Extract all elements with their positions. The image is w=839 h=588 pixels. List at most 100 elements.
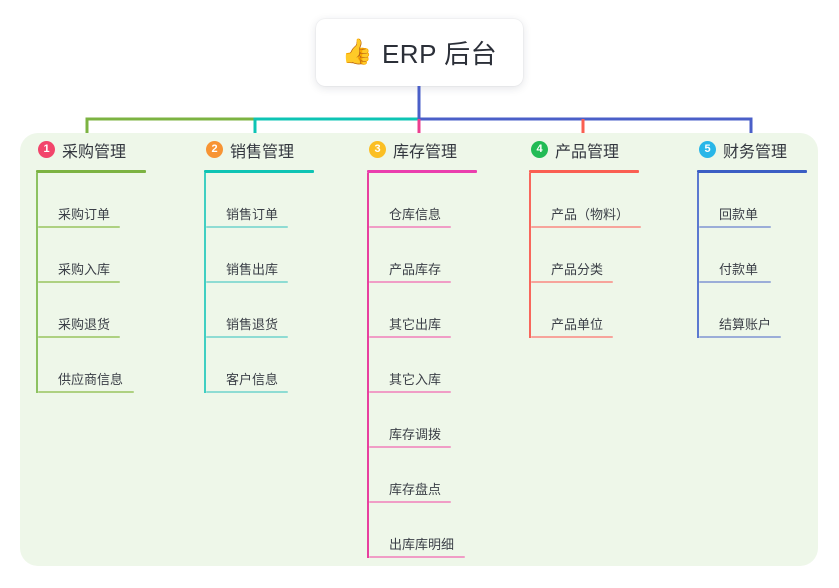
branch-items-3: 仓库信息产品库存其它出库其它入库库存调拨库存盘点出库库明细 xyxy=(367,173,477,558)
branch-spine xyxy=(36,173,38,393)
branch-item[interactable]: 库存盘点 xyxy=(367,448,477,503)
branch-header-2[interactable]: 2 销售管理 xyxy=(204,133,314,166)
branch-item-rule xyxy=(699,336,781,338)
branch-item-label: 产品库存 xyxy=(389,262,442,277)
branch-item[interactable]: 供应商信息 xyxy=(36,338,146,393)
branch-column-2: 2 销售管理销售订单销售出库销售退货客户信息 xyxy=(204,133,314,393)
branch-item-label: 销售出库 xyxy=(226,262,279,277)
branch-item-label: 出库库明细 xyxy=(389,537,455,552)
branch-title: 产品管理 xyxy=(555,143,620,161)
branch-title: 财务管理 xyxy=(723,143,788,161)
branch-item-label: 采购订单 xyxy=(58,207,111,222)
branch-item-rule xyxy=(531,226,641,228)
branch-item-label: 库存盘点 xyxy=(389,482,442,497)
branch-column-1: 1 采购管理采购订单采购入库采购退货供应商信息 xyxy=(36,133,146,393)
branch-item-label: 回款单 xyxy=(719,207,759,222)
branch-item-label: 采购入库 xyxy=(58,262,111,277)
branch-item[interactable]: 出库库明细 xyxy=(367,503,477,558)
branch-item[interactable]: 回款单 xyxy=(697,173,807,228)
branch-items-4: 产品（物料） 产品分类产品单位 xyxy=(529,173,641,338)
branch-item-rule xyxy=(369,281,451,283)
branch-item-label: 产品单位 xyxy=(551,317,604,332)
branch-number-badge: 1 xyxy=(38,141,55,158)
branch-item-label: 供应商信息 xyxy=(58,372,124,387)
branch-spine xyxy=(529,173,531,338)
branch-header-rule xyxy=(529,170,639,173)
branches-panel xyxy=(20,133,818,566)
branch-item[interactable]: 结算账户 xyxy=(697,283,807,338)
branch-item[interactable]: 采购入库 xyxy=(36,228,146,283)
root-node-title: ERP 后台 xyxy=(381,39,498,69)
branch-item-rule xyxy=(38,226,120,228)
branch-item[interactable]: 销售出库 xyxy=(204,228,314,283)
branch-item[interactable]: 付款单 xyxy=(697,228,807,283)
branch-item-rule xyxy=(699,281,771,283)
branch-title: 销售管理 xyxy=(230,143,295,161)
branch-columns: 1 采购管理采购订单采购入库采购退货供应商信息 2 销售管理销售订单销售出库销售退货客… xyxy=(0,133,839,566)
branch-item[interactable]: 产品（物料） xyxy=(529,173,641,228)
branch-items-1: 采购订单采购入库采购退货供应商信息 xyxy=(36,173,146,393)
branch-item-rule xyxy=(206,281,288,283)
branch-header-rule xyxy=(36,170,146,173)
branch-item-rule xyxy=(369,226,451,228)
branch-header-5[interactable]: 5 财务管理 xyxy=(697,133,807,166)
branch-item[interactable]: 产品库存 xyxy=(367,228,477,283)
branch-items-2: 销售订单销售出库销售退货客户信息 xyxy=(204,173,314,393)
branch-number-badge: 3 xyxy=(369,141,386,158)
branch-item-label: 仓库信息 xyxy=(389,207,442,222)
branch-spine xyxy=(697,173,699,338)
branch-number-badge: 5 xyxy=(699,141,716,158)
branch-item-rule xyxy=(38,391,134,393)
branch-title: 库存管理 xyxy=(393,143,458,161)
branch-item[interactable]: 其它入库 xyxy=(367,338,477,393)
branch-item[interactable]: 产品单位 xyxy=(529,283,639,338)
branch-item-rule xyxy=(206,391,288,393)
branch-column-5: 5 财务管理回款单付款单结算账户 xyxy=(697,133,807,338)
branch-item-label: 产品分类 xyxy=(551,262,604,277)
branch-item[interactable]: 采购订单 xyxy=(36,173,146,228)
branch-header-1[interactable]: 1 采购管理 xyxy=(36,133,146,166)
branch-item-rule xyxy=(206,336,288,338)
branch-item-label: 其它出库 xyxy=(389,317,442,332)
branch-item[interactable]: 销售退货 xyxy=(204,283,314,338)
branch-item[interactable]: 库存调拨 xyxy=(367,393,477,448)
branch-item-label: 库存调拨 xyxy=(389,427,442,442)
branch-item[interactable]: 仓库信息 xyxy=(367,173,477,228)
branch-header-rule xyxy=(367,170,477,173)
branch-item-label: 结算账户 xyxy=(719,317,772,332)
branch-spine xyxy=(204,173,206,393)
branch-header-3[interactable]: 3 库存管理 xyxy=(367,133,477,166)
branch-item-rule xyxy=(206,226,288,228)
branch-item[interactable]: 客户信息 xyxy=(204,338,314,393)
branch-item[interactable]: 其它出库 xyxy=(367,283,477,338)
branch-item-rule xyxy=(369,336,451,338)
branch-item-rule xyxy=(369,556,465,558)
branch-column-3: 3 库存管理仓库信息产品库存其它出库其它入库库存调拨库存盘点出库库明细 xyxy=(367,133,477,558)
branch-item-label: 采购退货 xyxy=(58,317,111,332)
branch-spine xyxy=(367,173,369,558)
branch-item-rule xyxy=(38,336,120,338)
branch-item-label: 付款单 xyxy=(719,262,759,277)
root-node-card[interactable]: 👍 ERP 后台 xyxy=(316,19,523,86)
branch-item[interactable]: 采购退货 xyxy=(36,283,146,338)
branch-item-rule xyxy=(369,391,451,393)
branch-item-rule xyxy=(38,281,120,283)
branch-item-label: 其它入库 xyxy=(389,372,442,387)
branch-item-rule xyxy=(369,501,451,503)
branch-item-label: 客户信息 xyxy=(226,372,279,387)
branch-header-rule xyxy=(204,170,314,173)
branch-item-rule xyxy=(699,226,771,228)
thumbs-up-icon: 👍 xyxy=(341,38,373,66)
branch-item-rule xyxy=(369,446,451,448)
branch-item-label: 销售退货 xyxy=(226,317,279,332)
branch-item-rule xyxy=(531,336,613,338)
branch-item[interactable]: 产品分类 xyxy=(529,228,639,283)
branch-title: 采购管理 xyxy=(62,143,127,161)
branch-number-badge: 2 xyxy=(206,141,223,158)
branch-items-5: 回款单付款单结算账户 xyxy=(697,173,807,338)
branch-item[interactable]: 销售订单 xyxy=(204,173,314,228)
branch-header-rule xyxy=(697,170,807,173)
branch-item-label: 销售订单 xyxy=(226,207,279,222)
